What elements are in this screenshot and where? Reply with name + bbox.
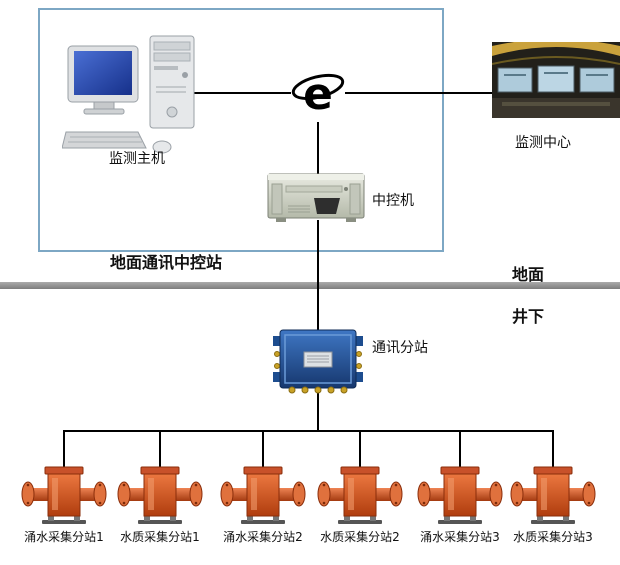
device-illustration-3 bbox=[217, 464, 309, 526]
wire-junction-to-bus bbox=[317, 390, 319, 432]
junction-box-icon bbox=[273, 329, 363, 394]
control-machine-label: 中控机 bbox=[372, 193, 414, 209]
ground-station-label: 地面通讯中控站 bbox=[110, 253, 223, 272]
internet-e-logo-icon: e bbox=[291, 62, 345, 122]
device-label-1: 涌水采集分站1 bbox=[24, 530, 104, 544]
svg-text:e: e bbox=[303, 69, 333, 120]
device-label-2: 水质采集分站1 bbox=[120, 530, 200, 544]
device-illustration-4 bbox=[314, 464, 406, 526]
wire-drop-6 bbox=[552, 430, 554, 468]
underground-label: 井下 bbox=[512, 307, 545, 326]
wire-drop-1 bbox=[63, 430, 65, 468]
sensor-device-icon bbox=[510, 466, 596, 524]
host-computer-illustration bbox=[61, 34, 202, 159]
rack-server-illustration bbox=[266, 164, 366, 226]
server-icon bbox=[267, 173, 365, 222]
ground-station-box bbox=[38, 8, 444, 252]
device-illustration-6 bbox=[507, 464, 599, 526]
substation-label: 通讯分站 bbox=[372, 340, 428, 356]
wire-bus bbox=[64, 430, 554, 432]
wire-drop-2 bbox=[159, 430, 161, 468]
wire-drop-3 bbox=[262, 430, 264, 468]
device-label-5: 涌水采集分站3 bbox=[420, 530, 500, 544]
device-illustration-1 bbox=[18, 464, 110, 526]
sensor-device-icon bbox=[417, 466, 503, 524]
sensor-device-icon bbox=[220, 466, 306, 524]
device-label-3: 涌水采集分站2 bbox=[223, 530, 303, 544]
sensor-device-icon bbox=[117, 466, 203, 524]
wire-elogo-to-server bbox=[317, 118, 319, 176]
control-room-icon bbox=[491, 39, 620, 118]
sensor-device-icon bbox=[317, 466, 403, 524]
monitoring-center-label: 监测中心 bbox=[515, 135, 571, 151]
wire-server-to-junction bbox=[317, 220, 319, 332]
host-label: 监测主机 bbox=[109, 151, 165, 167]
desktop-computer-icon bbox=[61, 35, 195, 154]
monitoring-center-photo bbox=[491, 39, 620, 118]
wire-drop-5 bbox=[459, 430, 461, 468]
device-illustration-2 bbox=[114, 464, 206, 526]
surface-divider bbox=[0, 282, 620, 289]
device-label-4: 水质采集分站2 bbox=[320, 530, 400, 544]
device-illustration-5 bbox=[414, 464, 506, 526]
sensor-device-icon bbox=[21, 466, 107, 524]
wire-drop-4 bbox=[359, 430, 361, 468]
junction-box-illustration bbox=[272, 328, 364, 394]
surface-label: 地面 bbox=[512, 265, 545, 284]
device-label-6: 水质采集分站3 bbox=[513, 530, 593, 544]
